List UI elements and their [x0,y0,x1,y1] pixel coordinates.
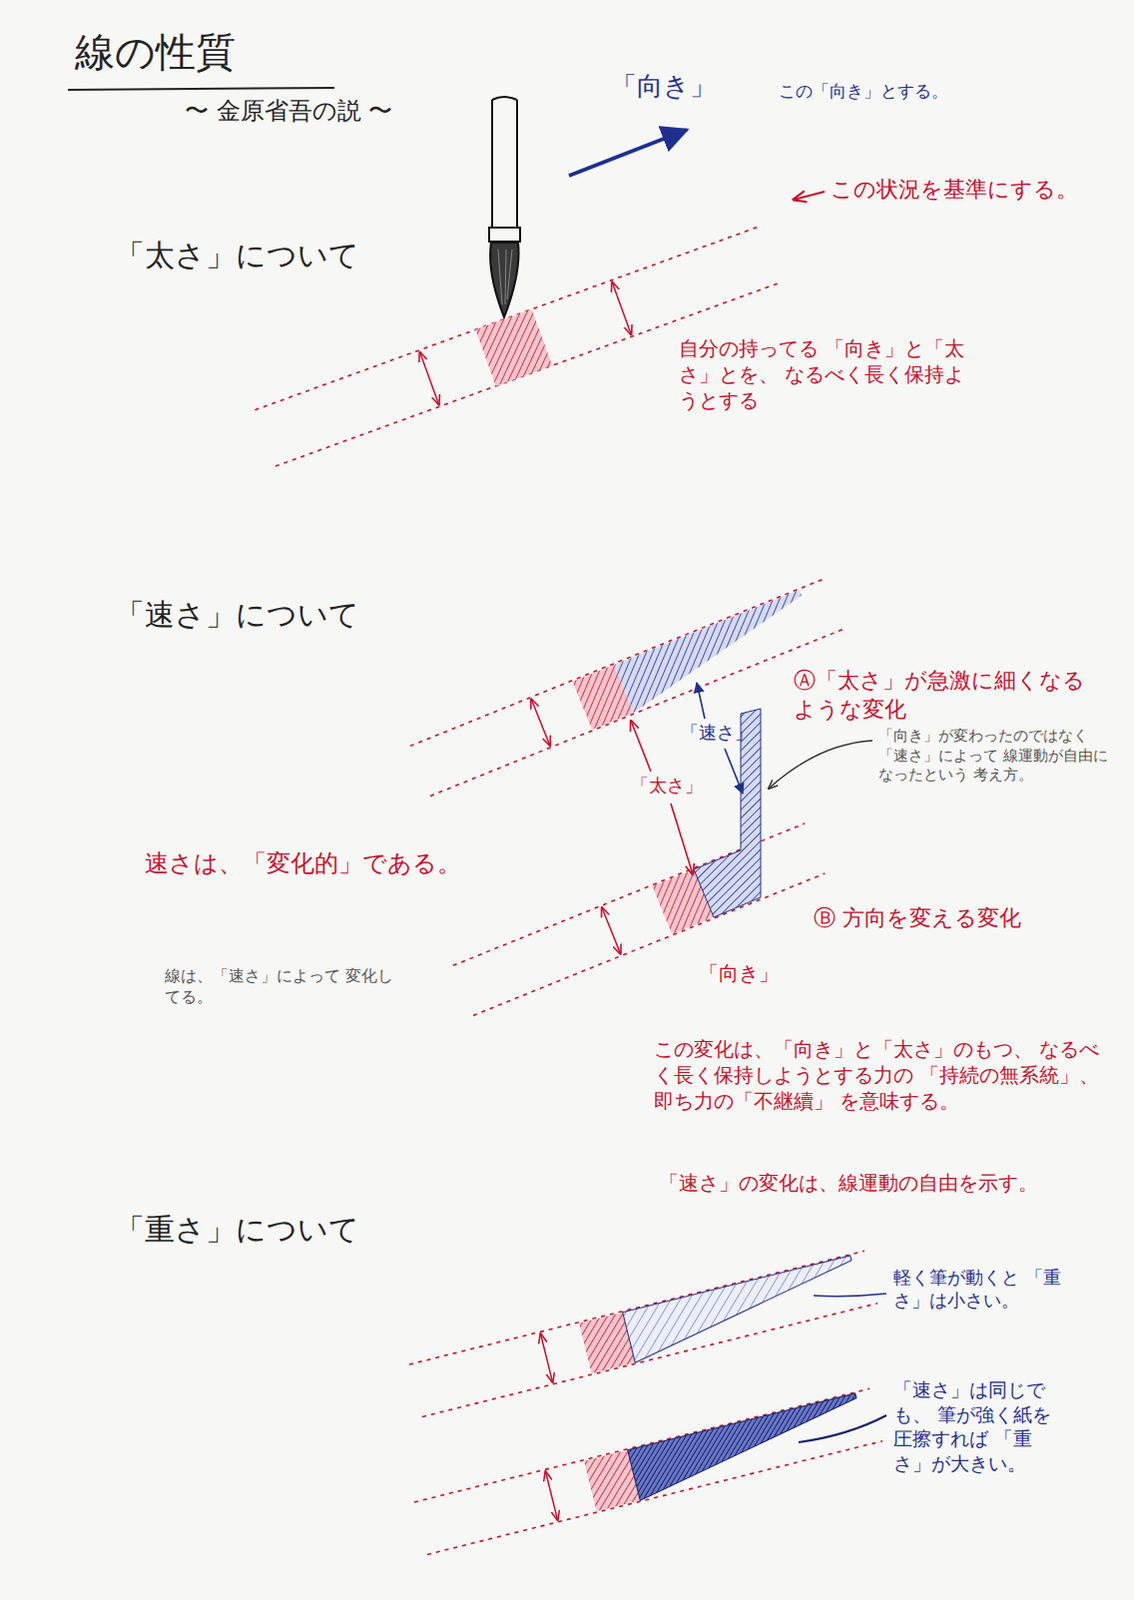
pointer-label: 「速さ」 [680,720,753,744]
note: 速さは、「変化的」である。 [144,848,462,880]
note: 「向き」が変わったのではなく 「速さ」によって 線運動が自由に なったという 考… [878,726,1114,786]
note: 自分の持ってる 「向き」と「太さ」とを、 なるべく長く保持ようとする [678,335,979,414]
note: 「速さ」の変化は、線運動の自由を示す。 [658,1169,1039,1196]
section-heading: 「重さ」について [114,1209,360,1249]
section-heading: 「速さ」について [114,594,360,634]
note: 「速さ」は同じでも、 筆が強く紙を 圧擦すれば 「重さ」が大きい。 [893,1377,1069,1477]
note: 軽く筆が動くと 「重さ」は小さい。 [893,1265,1064,1313]
page-title: 線の性質 [74,25,236,78]
note: この状況を基準にする。 [830,175,1079,205]
note: Ⓑ 方向を変える変化 [813,904,1022,934]
note: この「向き」とする。 [778,79,949,102]
section-heading: 「太さ」について [114,235,360,275]
subtitle: 〜 金原省吾の説 〜 [184,95,393,127]
note: 線は、「速さ」によって 変化してる。 [164,966,405,1009]
note: この変化は、「向き」と「太さ」のもつ、 なるべく長く保持しようとする力の 「持続… [653,1036,1114,1115]
direction-label: 「向き」 [610,69,716,104]
direction-label: 「向き」 [698,960,779,987]
pointer-label: 「太さ」 [630,773,703,797]
note: Ⓐ「太さ」が急激に細くなる ような変化 [793,666,1094,724]
